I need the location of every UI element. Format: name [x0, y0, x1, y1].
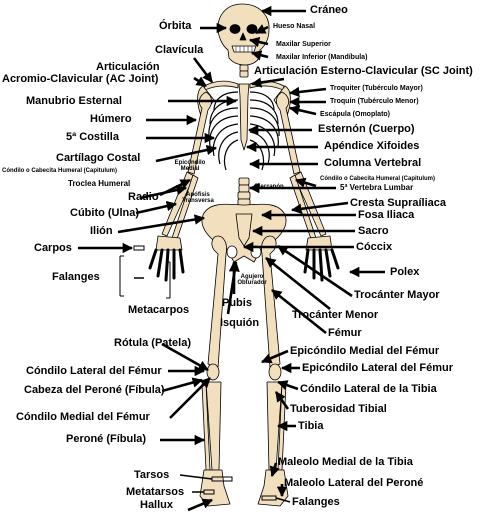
label-xifoides: Apéndice Xifoides: [324, 140, 420, 152]
label-condilo-lateral-femur: Cóndilo Lateral del Fémur: [26, 365, 162, 377]
label-pubis: Pubis: [222, 297, 252, 309]
label-hallux: Hallux: [140, 499, 174, 511]
label-costilla: 5ª Costilla: [66, 131, 119, 143]
label-condilo-humeral-der: Cóndilo o Cabecita Humeral (Capitulum): [320, 176, 436, 182]
spine: [237, 64, 251, 207]
label-epicondilo-medial: Epicóndilo Medial: [174, 160, 206, 172]
patella-right: [206, 363, 220, 381]
label-epicondilo-medial-femur: Epicóndilo Medial del Fémur: [290, 345, 440, 357]
hand-right: [148, 235, 185, 282]
label-tarsos: Tarsos: [134, 469, 170, 481]
label-maleolo-lateral: Maleolo Lateral del Peroné: [284, 477, 424, 489]
label-craneo: Cráneo: [310, 4, 348, 16]
label-troquiter: Troquiter (Tubérculo Mayor): [330, 85, 423, 92]
label-perone: Peroné (Fíbula): [66, 433, 147, 445]
label-falanges-mano: Falanges: [52, 271, 100, 283]
label-sc-joint: Articulación Esterno-Clavicular (SC Join…: [254, 65, 473, 77]
label-escapula: Escápula (Omoplato): [320, 111, 391, 118]
label-articulacion: Articulación: [96, 61, 160, 73]
label-olecranon: Olecranón: [254, 184, 284, 190]
label-isquion: Isquión: [220, 317, 260, 329]
label-radio: Radio: [128, 191, 159, 203]
label-clavicula: Clavícula: [155, 44, 204, 56]
pointer-arrows: [78, 5, 385, 512]
label-columna: Columna Vertebral: [324, 157, 422, 169]
label-tuberosidad: Tuberosidad Tibial: [290, 403, 387, 415]
label-trocanter-menor: Trocánter Menor: [292, 309, 379, 321]
label-troclea: Troclea Humeral: [68, 179, 131, 188]
label-epicondilo-lateral-femur: Epicóndilo Lateral del Fémur: [302, 362, 453, 374]
foot-right: [199, 469, 231, 507]
obturator-right: [226, 245, 238, 259]
label-condilo-medial-femur: Cóndilo Medial del Fémur: [16, 411, 150, 423]
femur-left: [261, 235, 281, 369]
label-rotula: Rótula (Patela): [114, 337, 192, 349]
label-hueso-nasal: Hueso Nasal: [273, 23, 316, 30]
label-agujero: Agujero Obturador: [237, 274, 267, 286]
label-carpos: Carpos: [34, 242, 72, 254]
sternum: [238, 83, 250, 151]
label-fosa: Fosa Iliaca: [358, 209, 415, 221]
label-troquin: Troquín (Tubérculo Menor): [330, 98, 419, 105]
label-metatarsos: Metatarsos: [126, 486, 185, 498]
label-femur: Fémur: [328, 327, 362, 339]
label-condilo-humeral-izq: Cóndilo o Cabecita Humeral (Capitulum): [2, 168, 118, 174]
label-orbita: Órbita: [159, 20, 192, 32]
label-metacarpos: Metacarpos: [128, 304, 190, 316]
label-condilo-lateral-tibia: Cóndilo Lateral de la Tibia: [300, 383, 437, 395]
label-maleolo-medial: Maleolo Medial de la Tibia: [278, 456, 413, 468]
bracket-connectors: [134, 277, 291, 503]
label-sacro: Sacro: [358, 225, 389, 237]
label-apofisis: Apófisis Transversa: [182, 192, 214, 204]
label-trocanter-mayor: Trocánter Mayor: [354, 289, 440, 301]
clavicle-right: [203, 80, 239, 91]
label-polex: Polex: [390, 266, 420, 278]
label-vertebra-lumbar: 5ª Vertebra Lumbar: [340, 183, 414, 192]
label-cubito: Cúbito (Ulna): [70, 207, 140, 219]
label-tibia: Tibia: [298, 420, 324, 432]
label-maxilar-superior: Maxilar Superior: [276, 41, 331, 48]
label-cresta: Cresta Supraíliaca: [350, 197, 446, 209]
label-humero: Húmero: [90, 113, 132, 125]
label-manubrio: Manubrio Esternal: [26, 95, 122, 107]
hand-left: [303, 235, 340, 282]
label-falanges-pie: Falanges: [292, 496, 340, 508]
label-ac-joint: Acromio-Clavicular (AC Joint): [2, 73, 159, 85]
label-maxilar-inferior: Maxilar Inferior (Mandíbula): [276, 54, 368, 61]
label-coccix: Cóccix: [356, 241, 393, 253]
label-ilion: Ilión: [90, 225, 113, 237]
label-esternon: Esternón (Cuerpo): [318, 123, 415, 135]
label-cartilago: Cartílago Costal: [56, 152, 141, 164]
patella-left: [268, 363, 282, 381]
humerus-left: [276, 91, 301, 175]
label-cabeza-perone: Cabeza del Peroné (Fíbula): [24, 384, 165, 396]
